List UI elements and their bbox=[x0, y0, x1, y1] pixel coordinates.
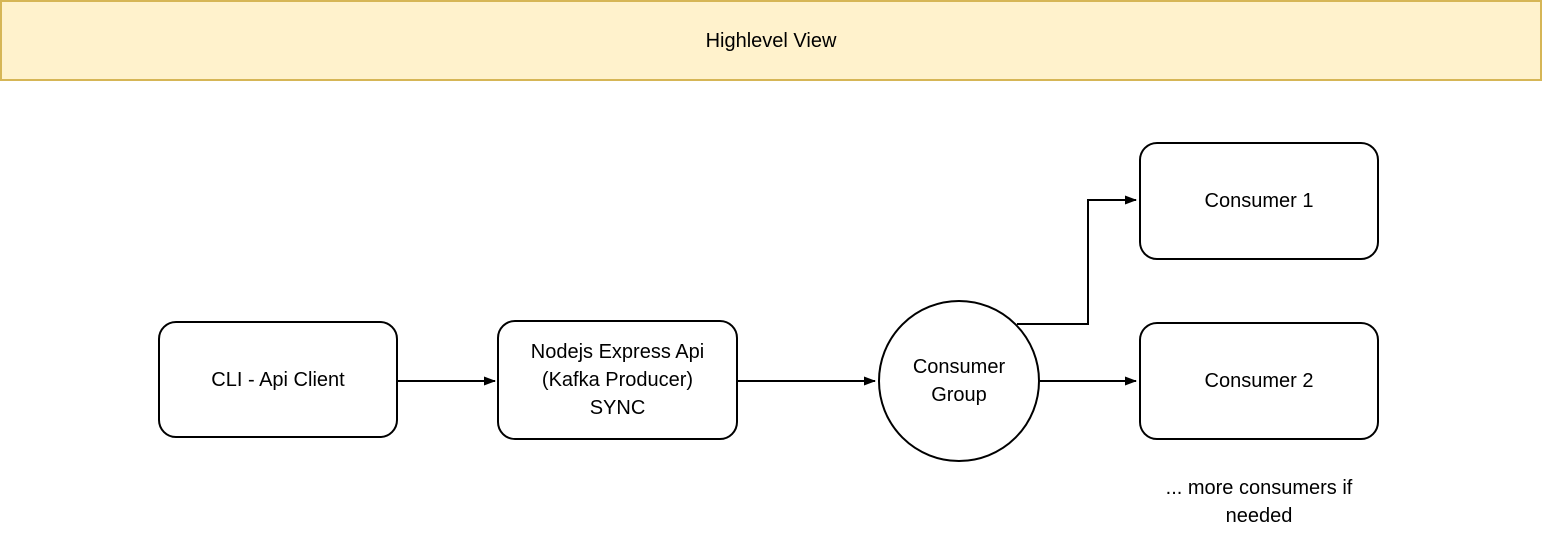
node-consumer-1-label: Consumer 1 bbox=[1204, 190, 1314, 212]
title-banner: Highlevel View bbox=[0, 0, 1542, 81]
node-consumer-1: Consumer 1 bbox=[1139, 142, 1379, 260]
note-more-consumers: ... more consumers if needed bbox=[1165, 477, 1353, 527]
node-nodejs-express-api-label: Nodejs Express Api (Kafka Producer) SYNC bbox=[530, 341, 705, 419]
node-cli-api-client-label: CLI - Api Client bbox=[211, 368, 345, 391]
node-cli-api-client: CLI - Api Client bbox=[158, 321, 398, 438]
node-consumer-2: Consumer 2 bbox=[1139, 322, 1379, 440]
arrow-consumer-group-to-consumer1 bbox=[1017, 195, 1137, 325]
node-consumer-2-label: Consumer 2 bbox=[1204, 370, 1314, 392]
banner-title: Highlevel View bbox=[705, 29, 837, 52]
node-nodejs-express-api: Nodejs Express Api (Kafka Producer) SYNC bbox=[497, 320, 738, 440]
node-consumer-group-label: Consumer Group bbox=[912, 356, 1006, 406]
node-consumer-group: Consumer Group bbox=[878, 300, 1040, 462]
